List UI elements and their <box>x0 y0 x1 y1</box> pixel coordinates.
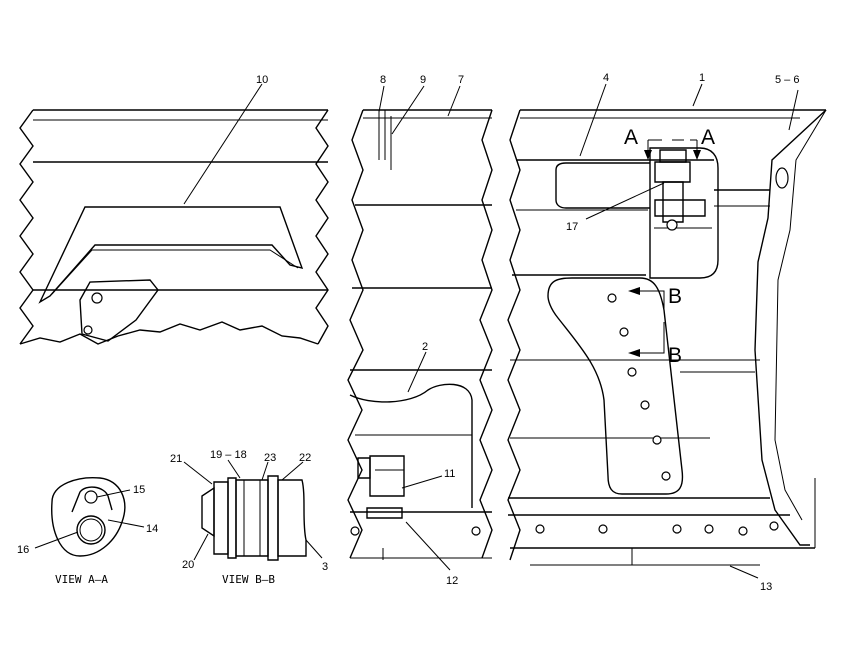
panel-left-blade-section <box>19 109 329 345</box>
view-a-a-detail <box>51 477 126 557</box>
callout-19-18: 19 – 18 <box>210 449 247 461</box>
callout-8: 8 <box>380 74 386 86</box>
section-markers: A A B B <box>624 126 715 367</box>
callout-21: 21 <box>170 453 182 465</box>
section-marker-a-right: A <box>701 126 715 149</box>
section-marker-b-top: B <box>668 285 682 308</box>
callout-22: 22 <box>299 452 311 464</box>
callout-5-6: 5 – 6 <box>775 74 799 86</box>
panel-middle-blade-section <box>347 109 493 560</box>
section-marker-a-left: A <box>624 126 638 149</box>
callout-10: 10 <box>256 74 268 86</box>
callout-4: 4 <box>603 72 609 84</box>
callout-1: 1 <box>699 72 705 84</box>
view-a-a-label: VIEW A–A <box>55 573 108 586</box>
callout-3: 3 <box>322 561 328 573</box>
callout-14: 14 <box>146 523 158 535</box>
panel-right-blade-end <box>507 109 827 566</box>
view-b-b-label: VIEW B–B <box>222 573 275 586</box>
callout-17: 17 <box>566 221 578 233</box>
callout-2: 2 <box>422 341 428 353</box>
leader-lines <box>34 83 799 579</box>
callout-20: 20 <box>182 559 194 571</box>
callout-16: 16 <box>17 544 29 556</box>
callout-9: 9 <box>420 74 426 86</box>
callout-13: 13 <box>760 581 772 593</box>
section-marker-b-bottom: B <box>668 344 682 367</box>
callout-15: 15 <box>133 484 145 496</box>
callout-11: 11 <box>444 468 455 480</box>
callout-23: 23 <box>264 452 276 464</box>
callout-12: 12 <box>446 575 458 587</box>
callout-7: 7 <box>458 74 464 86</box>
view-b-b-detail <box>201 475 307 561</box>
callout-labels: 10 8 9 7 4 1 5 – 6 17 2 11 12 13 15 14 1… <box>17 72 799 593</box>
view-labels: VIEW A–A VIEW B–B <box>55 573 275 586</box>
